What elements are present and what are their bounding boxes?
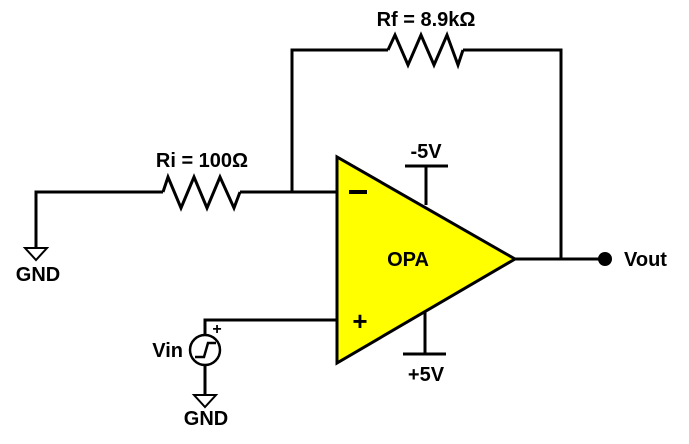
neg-supply-label: -5V [410,141,442,163]
feedback-wire-right [463,48,563,259]
gnd-left-label: GND [16,264,60,286]
rf-label: Rf = 8.9kΩ [377,9,476,31]
opamp-label: OPA [387,249,429,271]
opamp-body [335,154,518,366]
ri-resistor [161,172,242,212]
vout-label: Vout [624,249,667,271]
gnd-bottom-label: GND [184,408,228,430]
step-waveform-icon [195,341,216,359]
source-polarity: + [212,321,221,338]
ri-label: Ri = 100Ω [156,150,248,172]
noninverting-sign: + [352,306,367,336]
ground-icon [191,394,219,409]
output-node [598,252,612,266]
ground-icon [22,247,50,262]
vin-label: Vin [152,340,183,362]
pos-supply-label: +5V [408,364,445,386]
noninverting-input-wire [203,318,337,335]
ri-wire-left [34,190,163,248]
rf-resistor [386,30,465,70]
feedback-wire [290,48,388,192]
